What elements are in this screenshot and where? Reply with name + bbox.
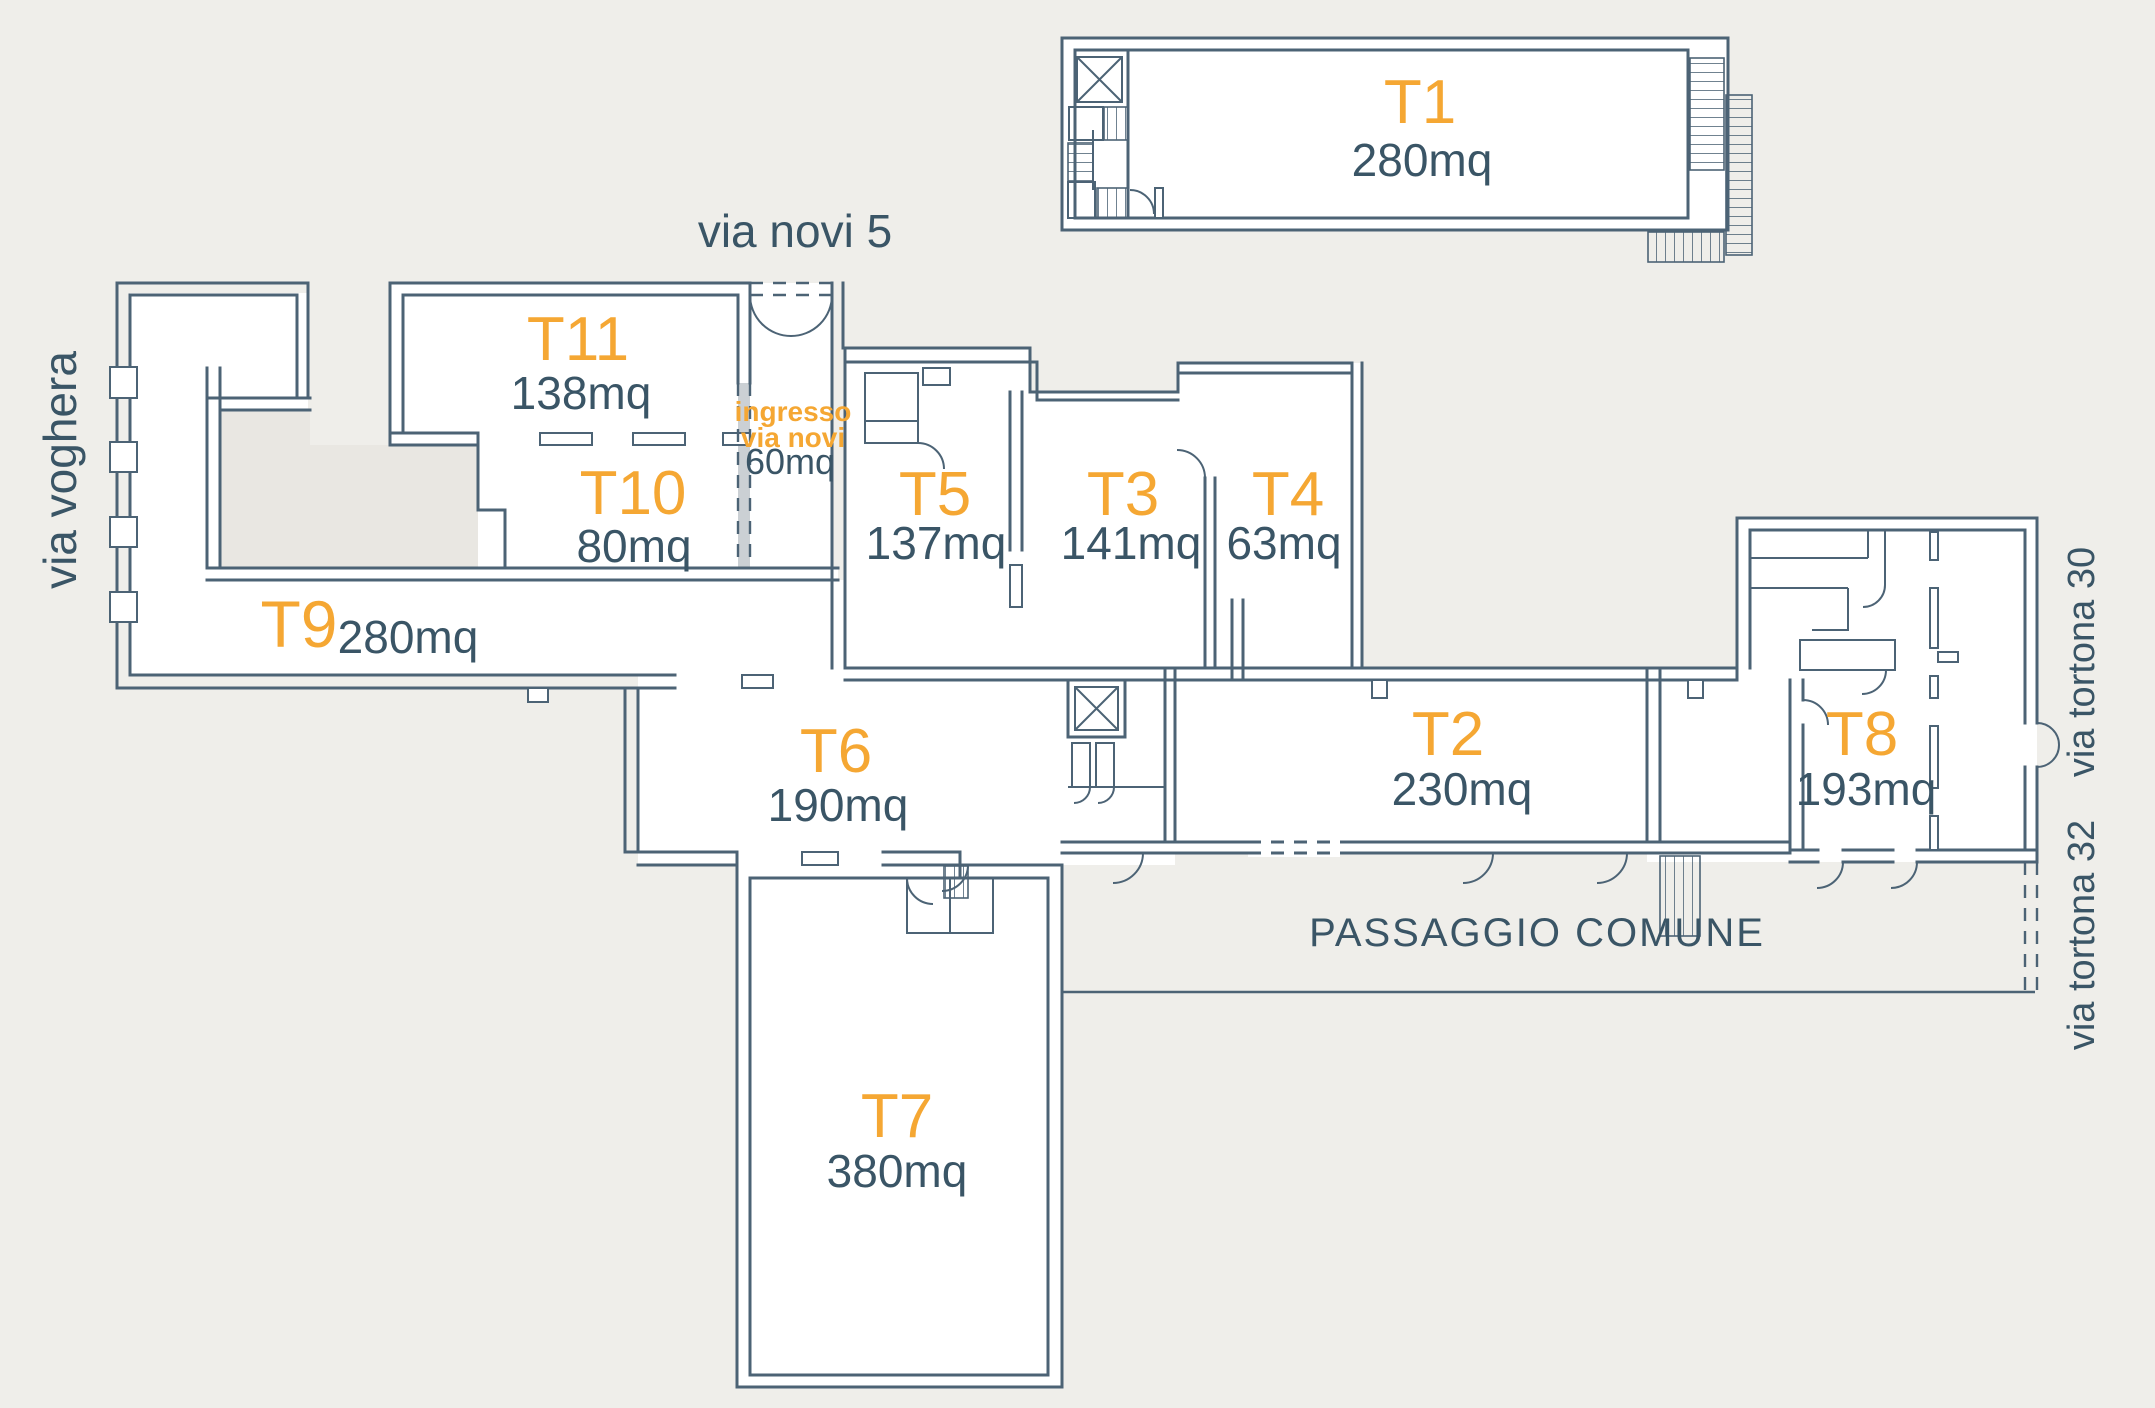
unit-label-t6: T6: [799, 717, 873, 786]
entrance-label-line1: ingresso: [734, 396, 852, 427]
walls: [115, 36, 2039, 1389]
wall-details: [109, 56, 2060, 934]
unit-area-t9: 280mq: [337, 611, 479, 663]
dashed-openings: [736, 281, 2039, 992]
unit-area-t8: 193mq: [1795, 763, 1937, 815]
street-label-via-voghera: via voghera: [34, 351, 86, 589]
unit-area-t3: 141mq: [1060, 517, 1202, 569]
entry-door-arcs: [749, 294, 833, 337]
street-label-via-novi: via novi 5: [697, 205, 893, 257]
street-label-via-tortona-30: via tortona 30: [2061, 546, 2103, 778]
unit-label-t2: T2: [1411, 700, 1485, 769]
unit-label-t9: T9: [260, 587, 338, 661]
entry-strip: [738, 383, 750, 568]
elevator-icon: [1076, 56, 1123, 103]
unit-label-t10: T10: [579, 459, 687, 528]
stairs: [943, 57, 1753, 937]
unit-area-t1: 280mq: [1351, 134, 1493, 186]
unit-area-t11: 138mq: [510, 367, 652, 419]
unit-label-t7: T7: [860, 1082, 934, 1151]
unit-label-t8: T8: [1825, 700, 1899, 769]
unit-area-t7: 380mq: [826, 1145, 968, 1197]
entrance-label-line2: via novi: [740, 422, 846, 453]
courtyard: [220, 410, 478, 568]
unit-label-t3: T3: [1086, 460, 1160, 529]
unit-label-t1: T1: [1383, 68, 1457, 137]
entrance-area: 60mq: [744, 441, 836, 482]
street-label-via-tortona-32: via tortona 32: [2061, 819, 2103, 1051]
unit-area-t10: 80mq: [576, 520, 692, 572]
passage-label: PASSAGGIO COMUNE: [1309, 911, 1765, 955]
unit-label-t11: T11: [526, 305, 630, 374]
unit-area-t6: 190mq: [767, 779, 909, 831]
unit-area-t5: 137mq: [865, 517, 1007, 569]
room-fills: [130, 38, 2037, 1387]
unit-label-t5: T5: [898, 460, 972, 529]
unit-area-t2: 230mq: [1391, 763, 1533, 815]
unit-label-t4: T4: [1251, 460, 1325, 529]
unit-area-t4: 63mq: [1226, 517, 1342, 569]
